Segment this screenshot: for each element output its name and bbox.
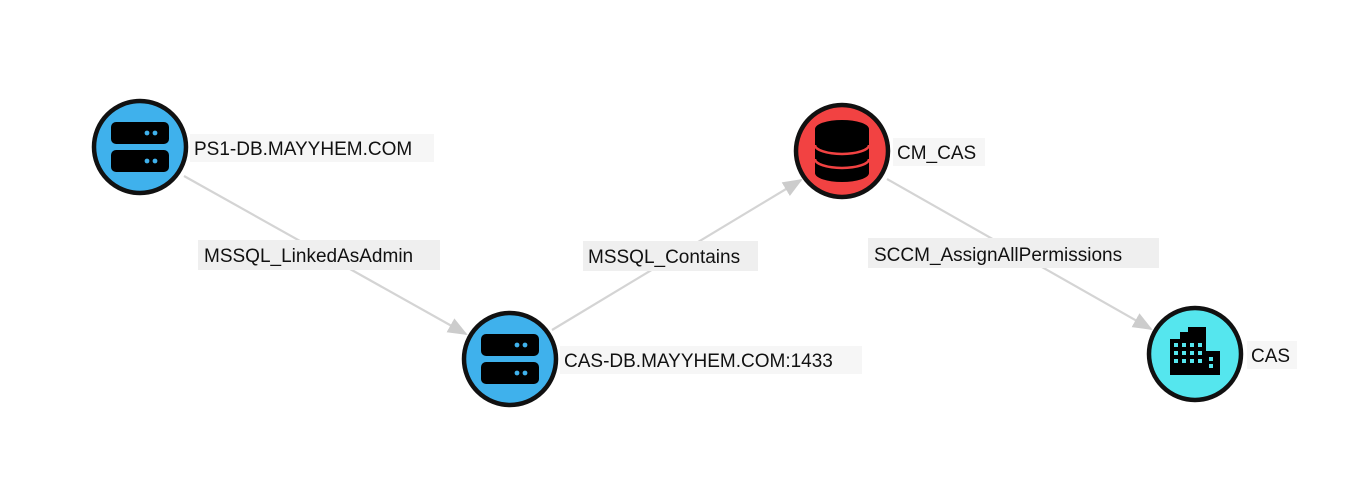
node-label: CAS-DB.MAYYHEM.COM:1433 — [564, 351, 833, 372]
edge-label-background — [868, 238, 1159, 268]
node-label-background — [893, 138, 985, 166]
database-icon — [813, 120, 871, 182]
server-icon — [111, 122, 169, 172]
node-ps1-db[interactable]: PS1-DB.MAYYHEM.COM — [91, 98, 434, 196]
node-cas-db[interactable]: CAS-DB.MAYYHEM.COM:1433 — [461, 310, 862, 408]
node-label: PS1-DB.MAYYHEM.COM — [194, 139, 412, 160]
edge-label: SCCM_AssignAllPermissions — [874, 245, 1122, 266]
node-label: CAS — [1251, 346, 1290, 367]
edge-mssql-linked-as-admin[interactable]: MSSQL_LinkedAsAdmin — [183, 175, 468, 335]
node-label: CM_CAS — [897, 143, 976, 164]
node-cm-cas[interactable]: CM_CAS — [793, 102, 985, 200]
node-label-background — [1247, 341, 1297, 369]
edge-mssql-contains[interactable]: MSSQL_Contains — [551, 178, 803, 331]
node-label-background — [190, 134, 434, 162]
edge-sccm-assign-all-permissions[interactable]: SCCM_AssignAllPermissions — [868, 178, 1159, 330]
edge-label: MSSQL_Contains — [588, 247, 740, 268]
node-label-background — [560, 346, 862, 374]
edge-label-background — [198, 240, 440, 270]
node-circle[interactable] — [461, 310, 559, 408]
edge-label-background — [583, 241, 758, 271]
building-icon — [1170, 327, 1220, 375]
node-circle[interactable] — [91, 98, 189, 196]
edge-label: MSSQL_LinkedAsAdmin — [204, 246, 413, 267]
server-icon — [481, 334, 539, 384]
node-cas[interactable]: CAS — [1146, 305, 1297, 403]
